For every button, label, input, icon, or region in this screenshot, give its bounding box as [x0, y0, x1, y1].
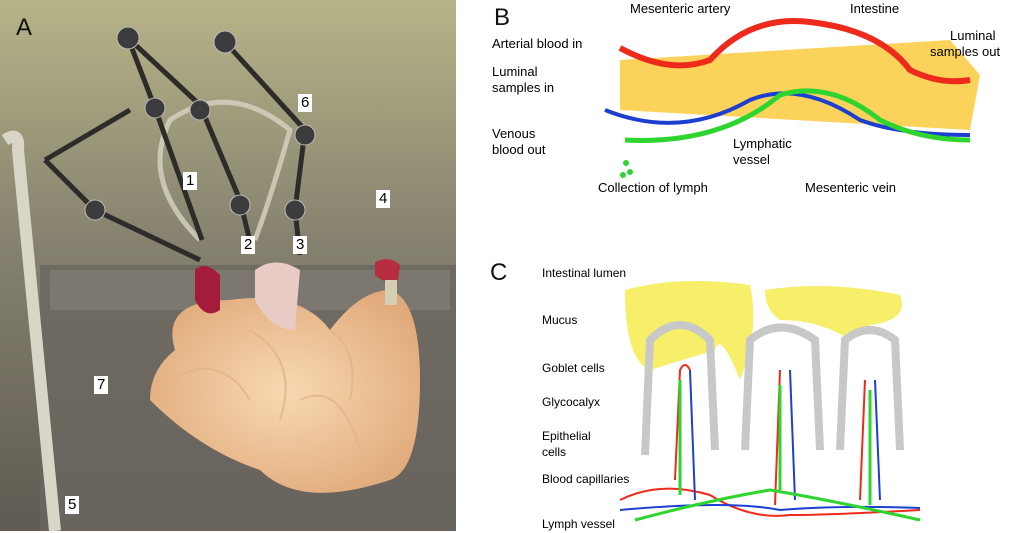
label-luminal-out-1: Luminal	[950, 28, 996, 43]
label-mesenteric-vein: Mesenteric vein	[805, 180, 896, 195]
marker-4: 4	[376, 190, 391, 208]
clamp-arms	[43, 36, 308, 263]
tube-1	[157, 99, 293, 242]
lymphatic-vessel-line	[624, 88, 971, 143]
marker-1: 1	[183, 172, 198, 190]
marker-5: 5	[65, 496, 80, 514]
marker-2: 2	[241, 236, 256, 254]
label-venous-out-1: Venous	[492, 126, 536, 141]
cannula-tissue-4	[375, 259, 400, 282]
label-luminal-out-2: samples out	[930, 44, 1000, 59]
panel-letter-b: B	[494, 4, 510, 31]
label-lymphatic-1: Lymphatic	[733, 136, 792, 151]
label-intestine: Intestine	[850, 1, 899, 16]
photo-illustration	[0, 0, 456, 531]
cannula-tissue-1	[195, 266, 220, 314]
marker-6: 6	[298, 94, 313, 112]
marker-3: 3	[293, 236, 308, 254]
mesentery	[255, 262, 300, 330]
intestine-band	[620, 40, 980, 130]
panel-letter-a: A	[16, 14, 33, 41]
clamp-joints	[84, 26, 316, 221]
label-goblet-cells: Goblet cells	[542, 361, 605, 375]
label-glycocalyx: Glycocalyx	[542, 395, 600, 409]
label-arterial-in: Arterial blood in	[492, 36, 582, 51]
label-epithelial-2: cells	[542, 445, 566, 459]
label-venous-out-2: blood out	[492, 142, 546, 157]
tube-5	[1, 130, 61, 531]
panel-b-diagram: B Mesenteric artery Intestine Arterial b…	[492, 1, 1000, 195]
label-blood-capillaries: Blood capillaries	[542, 472, 629, 486]
label-mesenteric-artery: Mesenteric artery	[630, 1, 731, 16]
label-intestinal-lumen: Intestinal lumen	[542, 266, 626, 280]
mesenteric-artery-line	[618, 18, 971, 85]
panel-a-photograph: A 1 2 3 4 5 6 7	[0, 0, 456, 531]
panel-letter-c: C	[490, 259, 507, 286]
label-mucus: Mucus	[542, 313, 577, 327]
marker-7: 7	[94, 376, 109, 394]
glycocalyx-layer	[641, 321, 904, 456]
label-luminal-in-2: samples in	[492, 80, 554, 95]
label-epithelial-1: Epithelial	[542, 429, 591, 443]
panel-c-diagram: C Intestinal lumen Mucus Goblet cells Gl…	[490, 259, 921, 531]
label-lymph-vessel: Lymph vessel	[542, 517, 615, 531]
label-luminal-in-1: Luminal	[492, 64, 538, 79]
label-collection: Collection of lymph	[598, 180, 708, 195]
label-lymphatic-2: vessel	[733, 152, 770, 167]
